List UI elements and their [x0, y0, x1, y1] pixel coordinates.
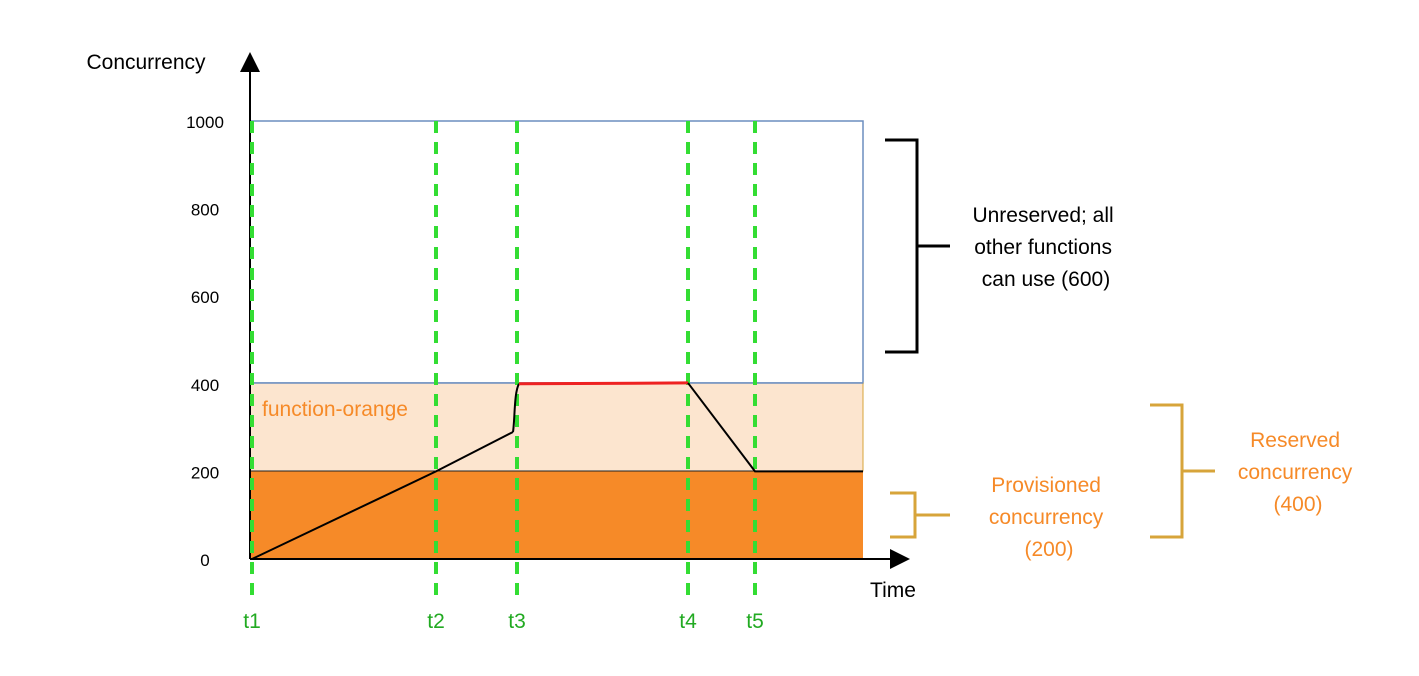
y-tick-labels: 0 200 400 600 800 1000 [186, 113, 224, 570]
time-marker-label: t4 [679, 610, 697, 633]
time-marker-label: t1 [243, 610, 261, 633]
unreserved-bracket [885, 138, 950, 354]
y-tick-label: 200 [191, 463, 219, 482]
reserved-zone [249, 382, 864, 472]
reserved-bracket [1150, 403, 1215, 539]
time-marker-label: t3 [508, 610, 526, 633]
unreserved-zone [249, 120, 864, 384]
throttled-segment-line [518, 381, 689, 386]
time-markers: t1 t2 t3 t4 t5 [243, 121, 764, 633]
y-tick-label: 600 [191, 288, 219, 307]
y-tick-label: 400 [191, 376, 219, 395]
concurrency-usage-jump [512, 383, 520, 433]
y-tick-label: 800 [191, 201, 219, 220]
time-marker-label: t2 [427, 610, 445, 633]
concurrency-usage-decline [687, 382, 863, 473]
concurrency-usage-line [251, 431, 514, 560]
provisioned-zone [250, 471, 863, 559]
y-tick-label: 1000 [186, 113, 224, 132]
function-name-label: function-orange [262, 398, 408, 421]
y-axis-label: Concurrency [86, 51, 206, 74]
unreserved-label: Unreserved; all other functions can use … [972, 204, 1119, 291]
time-marker-label: t5 [746, 610, 764, 633]
reserved-label: Reserved concurrency (400) [1238, 429, 1358, 516]
provisioned-bracket [890, 491, 950, 539]
y-tick-label: 0 [200, 551, 209, 570]
provisioned-label: Provisioned concurrency (200) [989, 474, 1109, 561]
x-axis-label: Time [870, 579, 916, 602]
